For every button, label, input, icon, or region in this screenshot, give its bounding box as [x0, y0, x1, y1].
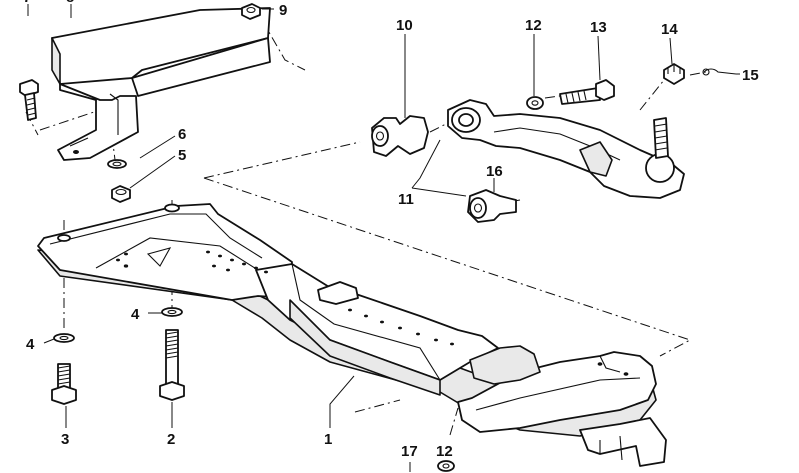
washer-12-upper [526, 96, 544, 110]
callout-16: 16 [486, 163, 503, 180]
nut-9 [241, 3, 261, 20]
cotter-pin-15 [702, 68, 737, 76]
callout-9: 9 [279, 2, 287, 19]
callout-7: 7 [23, 0, 31, 6]
callout-13: 13 [590, 19, 607, 36]
callout-12-upper: 12 [525, 17, 542, 34]
callout-10: 10 [396, 17, 413, 34]
callout-14: 14 [661, 21, 678, 38]
callout-2: 2 [167, 431, 175, 448]
castle-nut-14 [663, 63, 685, 85]
bushing-10 [371, 115, 429, 157]
leader-lines [27, 4, 740, 472]
callout-11: 11 [398, 191, 414, 208]
callout-17: 17 [401, 443, 418, 460]
callout-15: 15 [742, 67, 759, 84]
callout-4-right: 4 [131, 306, 140, 323]
front-subframe [37, 203, 667, 467]
bolt-2 [159, 329, 185, 401]
callout-3: 3 [61, 431, 69, 448]
control-arm [447, 99, 685, 199]
nut-5 [111, 185, 131, 203]
callout-8: 8 [66, 0, 74, 6]
support-bracket [51, 7, 271, 161]
callout-1: 1 [324, 431, 332, 448]
callout-12-lower: 12 [436, 443, 453, 460]
callout-4-left: 4 [26, 336, 35, 353]
callout-labels: 1 2 3 4 4 5 6 7 8 9 10 11 12 12 13 14 15… [23, 0, 759, 460]
callout-5: 5 [178, 147, 186, 164]
bolt-3 [51, 363, 77, 405]
washer-6 [107, 159, 127, 169]
bolt-7 [19, 79, 39, 121]
callout-6: 6 [178, 126, 186, 143]
washer-4-left [53, 333, 75, 343]
washer-4-right [161, 307, 183, 317]
bolt-13 [559, 79, 615, 105]
subframe-hole-pattern [206, 250, 629, 376]
bushing-16 [467, 189, 517, 223]
washer-12-lower [437, 460, 455, 472]
